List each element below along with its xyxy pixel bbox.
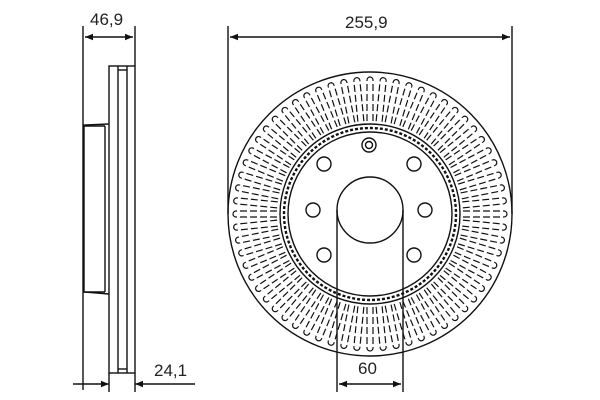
dimension-disc-thickness: 24,1	[154, 361, 188, 380]
dimension-center-bore: 60	[358, 359, 377, 378]
front-view	[227, 26, 513, 392]
side-profile-view	[73, 26, 195, 392]
ventilation-slots	[232, 76, 508, 352]
bolt-holes	[305, 156, 433, 263]
locator-hole	[361, 137, 377, 153]
center-bore	[336, 176, 404, 244]
dimension-outer-diameter: 255,9	[345, 13, 388, 32]
dimension-overall-thickness: 46,9	[90, 10, 124, 29]
